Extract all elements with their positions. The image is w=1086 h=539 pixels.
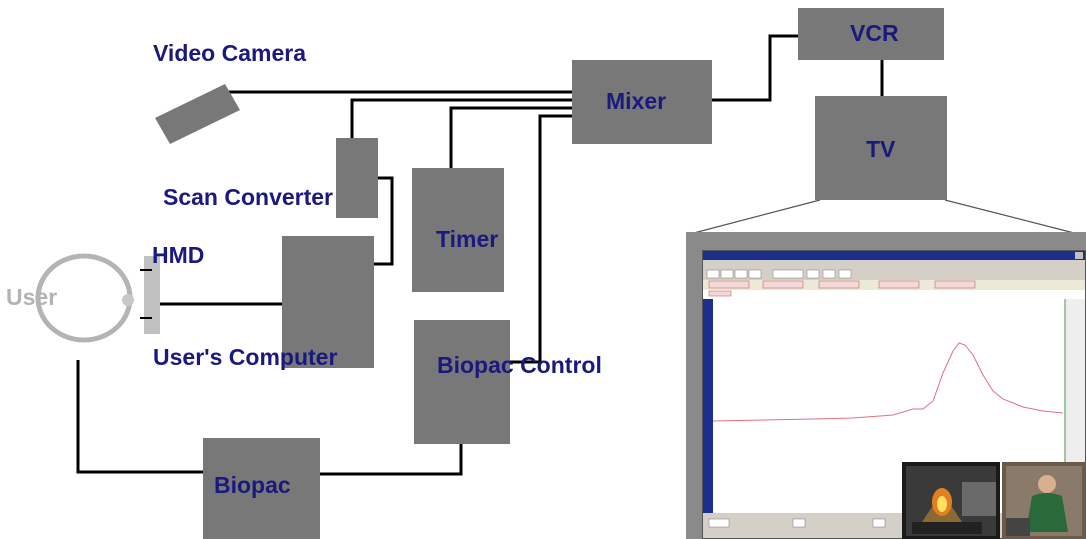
label-video-camera: Video Camera xyxy=(153,40,306,66)
label-biopac: Biopac xyxy=(214,472,291,498)
tv-projection-right xyxy=(944,199,1079,235)
scan-converter-box xyxy=(336,138,378,218)
mixer-box xyxy=(572,60,712,144)
label-hmd: HMD xyxy=(152,242,205,268)
window-title-bar xyxy=(703,251,1085,260)
biopac-control-box xyxy=(414,320,510,444)
label-vcr: VCR xyxy=(850,20,899,46)
wire-mixer-vcr xyxy=(712,34,798,102)
label-user: User xyxy=(6,284,58,310)
users-computer-box xyxy=(282,236,374,368)
wire-user-biopac xyxy=(76,360,203,474)
window-menu-bar xyxy=(703,260,1085,268)
label-tv: TV xyxy=(866,136,896,162)
wire-scanconverter-mixer xyxy=(350,98,572,138)
plot-right-axis xyxy=(1065,299,1085,513)
wire-biopac-biopaccontrol xyxy=(320,444,463,476)
tv-projection-left xyxy=(689,199,821,235)
video-inset-pair xyxy=(902,462,1086,539)
video-camera-body xyxy=(155,84,240,144)
wire-scanconverter-computer xyxy=(372,176,394,266)
label-users-computer: User's Computer xyxy=(153,344,338,370)
wire-biopaccontrol-mixer xyxy=(510,114,572,364)
tv-box xyxy=(815,96,947,200)
label-timer: Timer xyxy=(436,226,499,252)
label-biopac-control: Biopac Control xyxy=(437,352,602,378)
plot-left-axis xyxy=(703,299,713,513)
wire-timer-mixer xyxy=(449,106,572,168)
plot-waveform xyxy=(712,342,1064,422)
window-channel-tag xyxy=(708,290,732,297)
vcr-box xyxy=(798,8,944,60)
window-close-box xyxy=(1075,252,1083,259)
hmd-device xyxy=(144,256,160,334)
label-scan-converter: Scan Converter xyxy=(163,184,334,210)
timer-box xyxy=(412,168,504,292)
biopac-box xyxy=(203,438,320,539)
label-mixer: Mixer xyxy=(606,88,667,114)
user-nose xyxy=(122,294,134,306)
